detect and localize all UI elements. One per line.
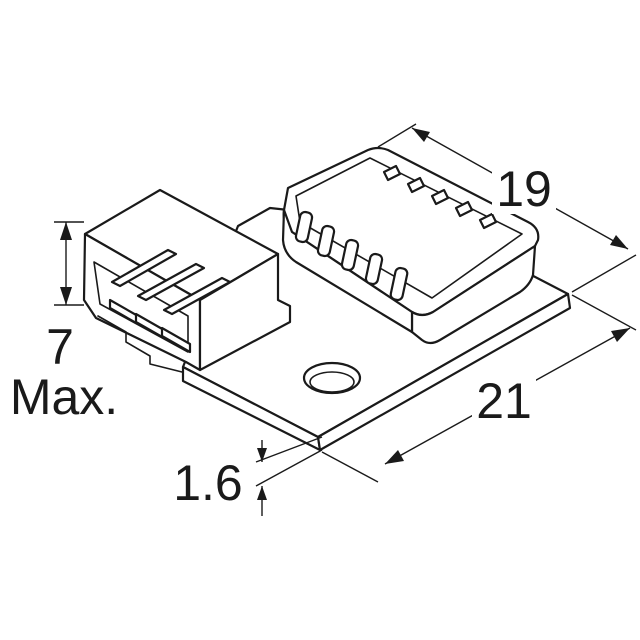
dimension-height-qualifier: Max. <box>10 369 118 425</box>
dimension-length-label: 19 <box>496 161 552 217</box>
dimension-width-label: 21 <box>476 373 532 429</box>
connector-housing <box>82 188 292 373</box>
sensor-back-pins <box>382 164 498 230</box>
mounting-hole <box>302 361 362 395</box>
dimension-height: 7 Max. <box>10 221 118 425</box>
connector-pins <box>108 248 232 354</box>
dimension-length: 19 <box>377 123 637 293</box>
sensor-module <box>281 146 540 345</box>
sensor-front-pins <box>294 210 409 302</box>
dimension-height-value: 7 <box>46 319 74 375</box>
dimension-thickness: 1.6 <box>173 436 323 516</box>
dimension-width: 21 <box>321 294 637 483</box>
dimension-thickness-label: 1.6 <box>173 455 243 511</box>
